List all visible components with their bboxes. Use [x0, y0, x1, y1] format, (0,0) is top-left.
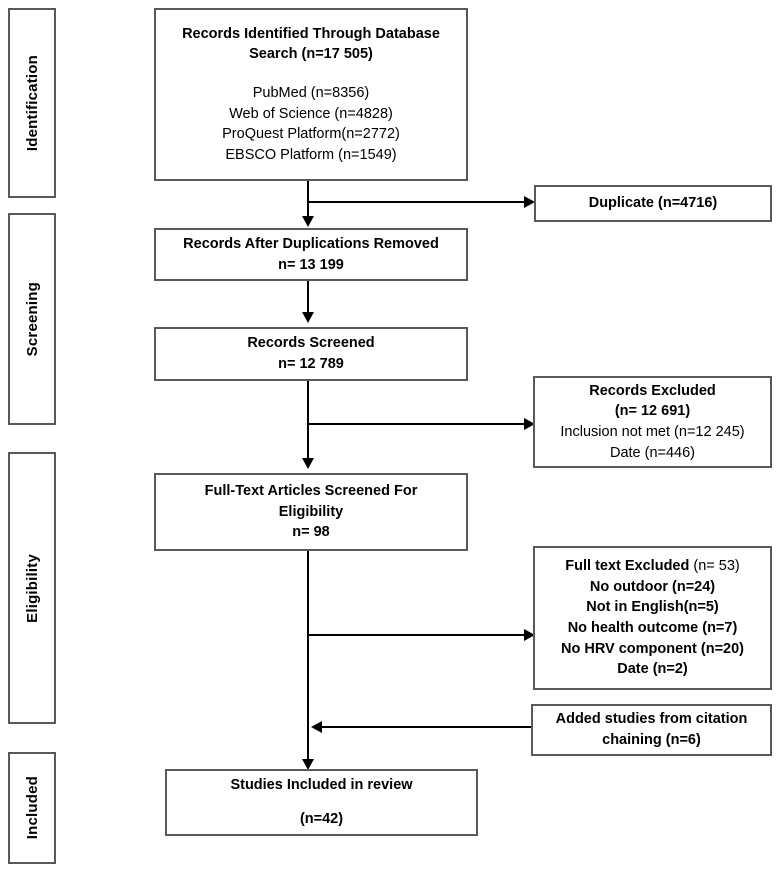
records-identified-source-proquest: ProQuest Platform(n=2772) — [222, 126, 400, 143]
box-records-after-duplications-removed: Records After Duplications Removed n= 13… — [154, 228, 468, 281]
box-records-screened: Records Screened n= 12 789 — [154, 327, 468, 381]
records-screened-line2: n= 12 789 — [278, 356, 344, 372]
citation-chaining-line2: chaining (n=6) — [602, 732, 701, 748]
connector-to-duplicate — [308, 201, 526, 203]
fulltext-screened-line3: n= 98 — [292, 524, 330, 541]
after-duplicates-line2: n= 13 199 — [278, 256, 344, 273]
box-records-identified: Records Identified Through Database Sear… — [154, 8, 468, 181]
studies-included-line2: (n=42) — [299, 811, 344, 828]
arrowhead-to-records-excluded — [524, 418, 535, 430]
studies-included-line1: Studies Included in review — [230, 777, 413, 793]
box-duplicate: Duplicate (n=4716) — [534, 185, 772, 222]
stage-identification: Identification — [8, 8, 56, 198]
connector-from-citation-chaining — [322, 726, 532, 728]
fulltext-excluded-reason-date: Date (n=2) — [617, 661, 688, 678]
records-excluded-line2: (n= 12 691) — [614, 403, 691, 420]
arrowhead-from-citation-chaining — [311, 721, 322, 733]
after-duplicates-line1: Records After Duplications Removed — [183, 235, 439, 252]
stage-identification-label: Identification — [23, 54, 41, 152]
records-excluded-line3: Inclusion not met (n=12 245) — [560, 424, 745, 440]
arrowhead-to-duplicate — [524, 196, 535, 208]
fulltext-excluded-reason-no-outdoor: No outdoor (n=24) — [589, 578, 716, 595]
arrowhead-to-studies-included — [302, 759, 314, 770]
connector-fulltext-to-included — [307, 551, 309, 767]
stage-included-label: Included — [23, 776, 41, 840]
fulltext-excluded-reason-no-hrv-component: No HRV component (n=20) — [560, 640, 744, 657]
fulltext-excluded-reason-not-in-english: Not in English(n=5) — [586, 599, 719, 616]
box-fulltext-articles-screened: Full-Text Articles Screened For Eligibil… — [154, 473, 468, 551]
box-citation-chaining: Added studies from citation chaining (n=… — [531, 704, 772, 756]
records-excluded-line4: Date (n=446) — [609, 444, 696, 461]
fulltext-excluded-heading-text: Full text Excluded — [565, 558, 690, 575]
fulltext-excluded-reason-no-health-outcome: No health outcome (n=7) — [567, 620, 738, 636]
arrowhead-to-fulltext-excluded — [524, 629, 535, 641]
records-identified-source-ebsco: EBSCO Platform (n=1549) — [225, 146, 397, 163]
connector-after-duplicates-to-screened — [307, 281, 309, 317]
stage-eligibility-label: Eligibility — [23, 553, 41, 623]
fulltext-screened-line2: Eligibility — [278, 503, 344, 520]
records-screened-line1: Records Screened — [247, 335, 375, 352]
connector-to-fulltext-excluded — [308, 634, 526, 636]
stage-eligibility: Eligibility — [8, 452, 56, 724]
box-fulltext-excluded: Full text Excluded (n= 53) No outdoor (n… — [533, 546, 772, 690]
records-identified-source-pubmed: PubMed (n=8356) — [252, 84, 370, 101]
box-records-excluded: Records Excluded (n= 12 691) Inclusion n… — [533, 376, 772, 468]
citation-chaining-line1: Added studies from citation — [555, 711, 748, 728]
records-excluded-line1: Records Excluded — [589, 382, 716, 399]
arrowhead-to-fulltext-screened — [302, 458, 314, 469]
records-identified-source-web-of-science: Web of Science (n=4828) — [229, 105, 393, 122]
stage-screening: Screening — [8, 213, 56, 425]
box-studies-included: Studies Included in review (n=42) — [165, 769, 478, 836]
records-identified-title-line2: Search (n=17 505) — [249, 46, 373, 63]
fulltext-excluded-heading: Full text Excluded (n= 53) — [565, 556, 739, 577]
fulltext-excluded-heading-count: (n= 53) — [689, 558, 740, 575]
fulltext-screened-line1: Full-Text Articles Screened For — [204, 483, 418, 500]
stage-screening-label: Screening — [23, 281, 41, 357]
arrowhead-to-records-screened — [302, 312, 314, 323]
duplicate-label: Duplicate (n=4716) — [588, 195, 718, 212]
connector-to-records-excluded — [308, 423, 526, 425]
arrowhead-to-after-duplicates — [302, 216, 314, 227]
stage-included: Included — [8, 752, 56, 864]
records-identified-title-line1: Records Identified Through Database — [182, 25, 440, 42]
